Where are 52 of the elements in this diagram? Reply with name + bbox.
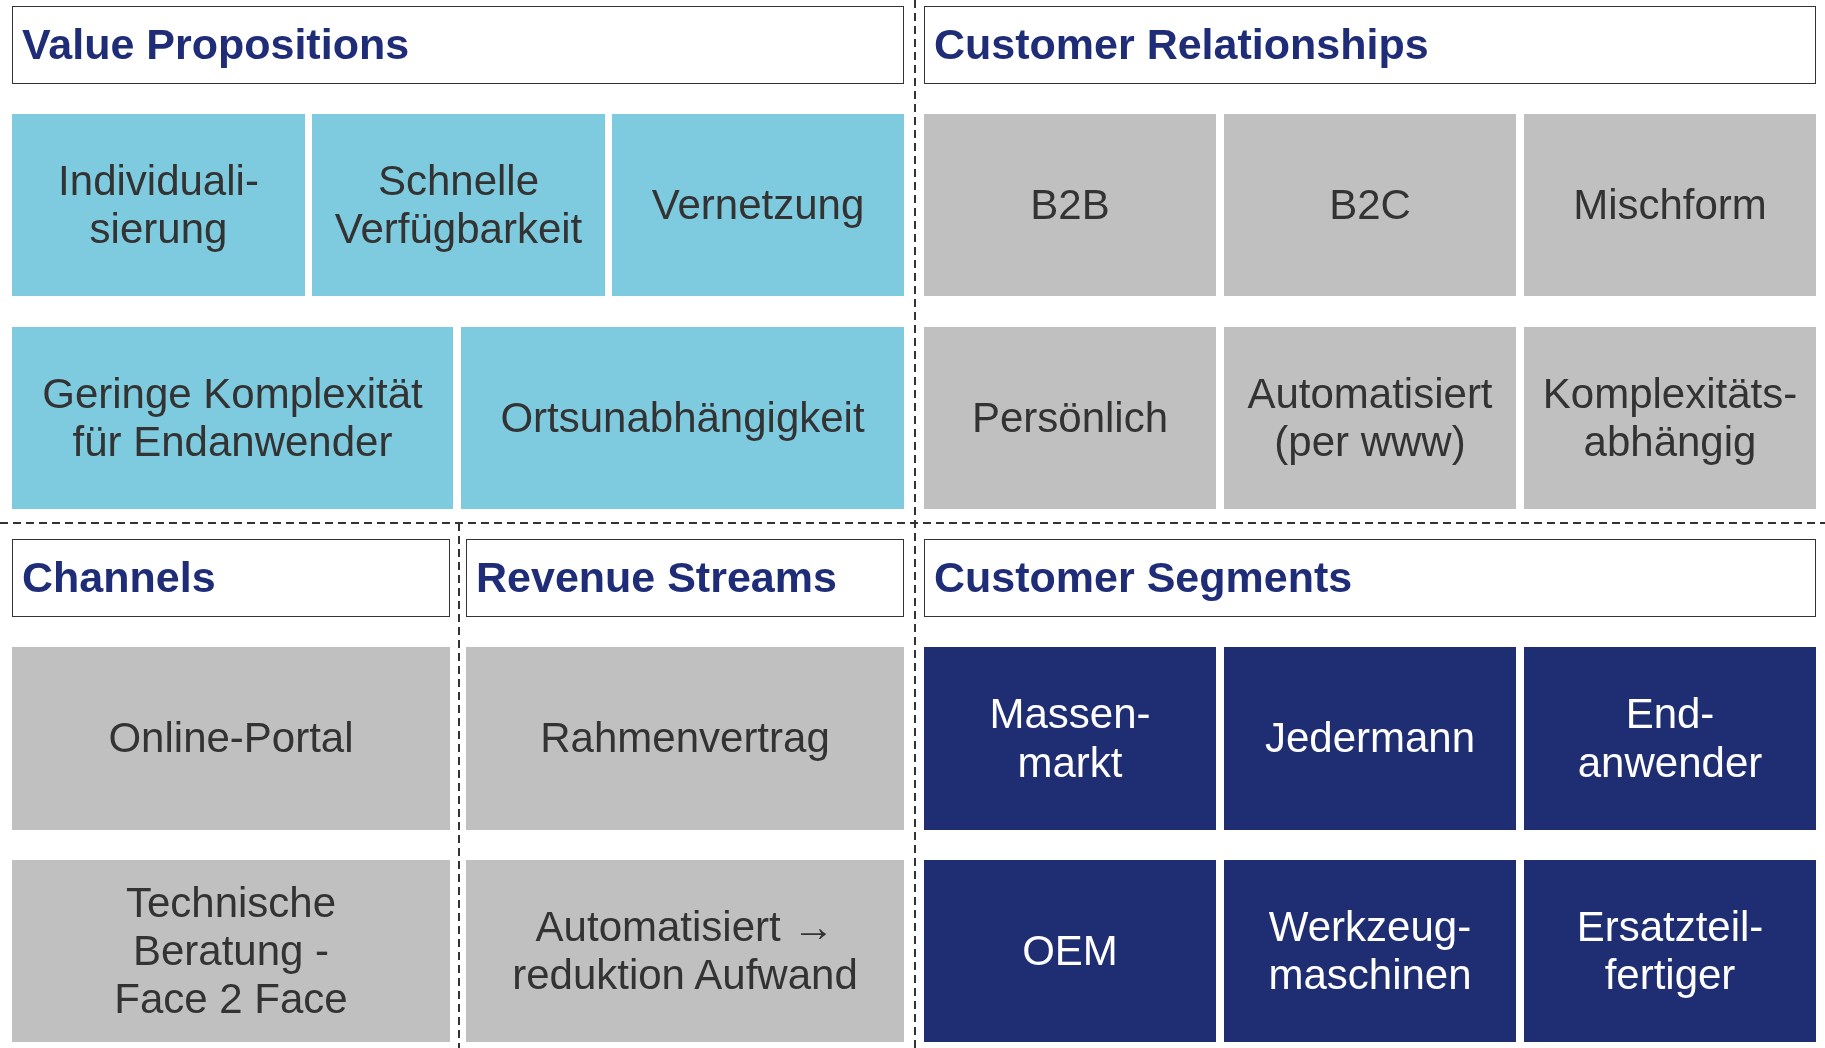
tile-label: Automatisiert → reduktion Aufwand (511, 902, 859, 1000)
tile-label: End- anwender (1576, 690, 1764, 787)
tile-label: Mischform (1573, 180, 1767, 230)
proposition-tile (312, 114, 605, 296)
tile-label: Werkzeug- maschinen (1267, 902, 1473, 1000)
section-header-box (466, 539, 904, 617)
tile-label: Vernetzung (651, 180, 865, 230)
proposition-tile (612, 114, 904, 296)
content-tile (924, 327, 1216, 509)
tile-label: Technische Beratung - Face 2 Face (113, 878, 349, 1024)
content-tile (1224, 327, 1516, 509)
content-tile (1224, 114, 1516, 296)
tile-label: B2B (1030, 180, 1110, 230)
content-tile (924, 114, 1216, 296)
tile-label: Rahmenvertrag (540, 714, 830, 763)
section-title: Customer Relationships (934, 20, 1429, 70)
content-tile (12, 647, 450, 830)
section-header-box (924, 6, 1816, 84)
tile-label: B2C (1329, 180, 1411, 230)
segment-tile (1224, 860, 1516, 1042)
tile-label: Individuali- sierung (57, 156, 260, 254)
segment-tile (1524, 860, 1816, 1042)
tile-label: Automatisiert (per www) (1246, 369, 1494, 467)
segment-tile (924, 860, 1216, 1042)
content-tile (12, 860, 450, 1042)
section-header-box (924, 539, 1816, 617)
section-title: Customer Segments (934, 553, 1353, 603)
tile-label: Schnelle Verfügbarkeit (333, 156, 584, 254)
tile-label: OEM (1022, 926, 1118, 976)
proposition-tile (461, 327, 904, 509)
tile-label: Geringe Komplexität für Endanwender (41, 369, 424, 467)
tile-label: Komplexitäts- abhängig (1541, 369, 1799, 467)
tile-label: Jedermann (1264, 714, 1476, 763)
segment-tile (1224, 647, 1516, 830)
section-title: Value Propositions (22, 20, 410, 70)
segment-tile (1524, 647, 1816, 830)
content-tile (466, 860, 904, 1042)
content-tile (1524, 114, 1816, 296)
section-header-box (12, 539, 450, 617)
tile-label: Persönlich (971, 393, 1169, 443)
content-tile (466, 647, 904, 830)
section-title: Revenue Streams (476, 553, 837, 603)
proposition-tile (12, 114, 305, 296)
tile-label: Ersatzteil- fertiger (1575, 902, 1765, 1000)
tile-label: Online-Portal (108, 714, 354, 763)
section-header-box (12, 6, 904, 84)
segment-tile (924, 647, 1216, 830)
section-title: Channels (22, 553, 216, 603)
tile-label: Massen- markt (988, 690, 1152, 787)
content-tile (1524, 327, 1816, 509)
tile-label: Ortsunabhängigkeit (500, 393, 865, 443)
proposition-tile (12, 327, 453, 509)
